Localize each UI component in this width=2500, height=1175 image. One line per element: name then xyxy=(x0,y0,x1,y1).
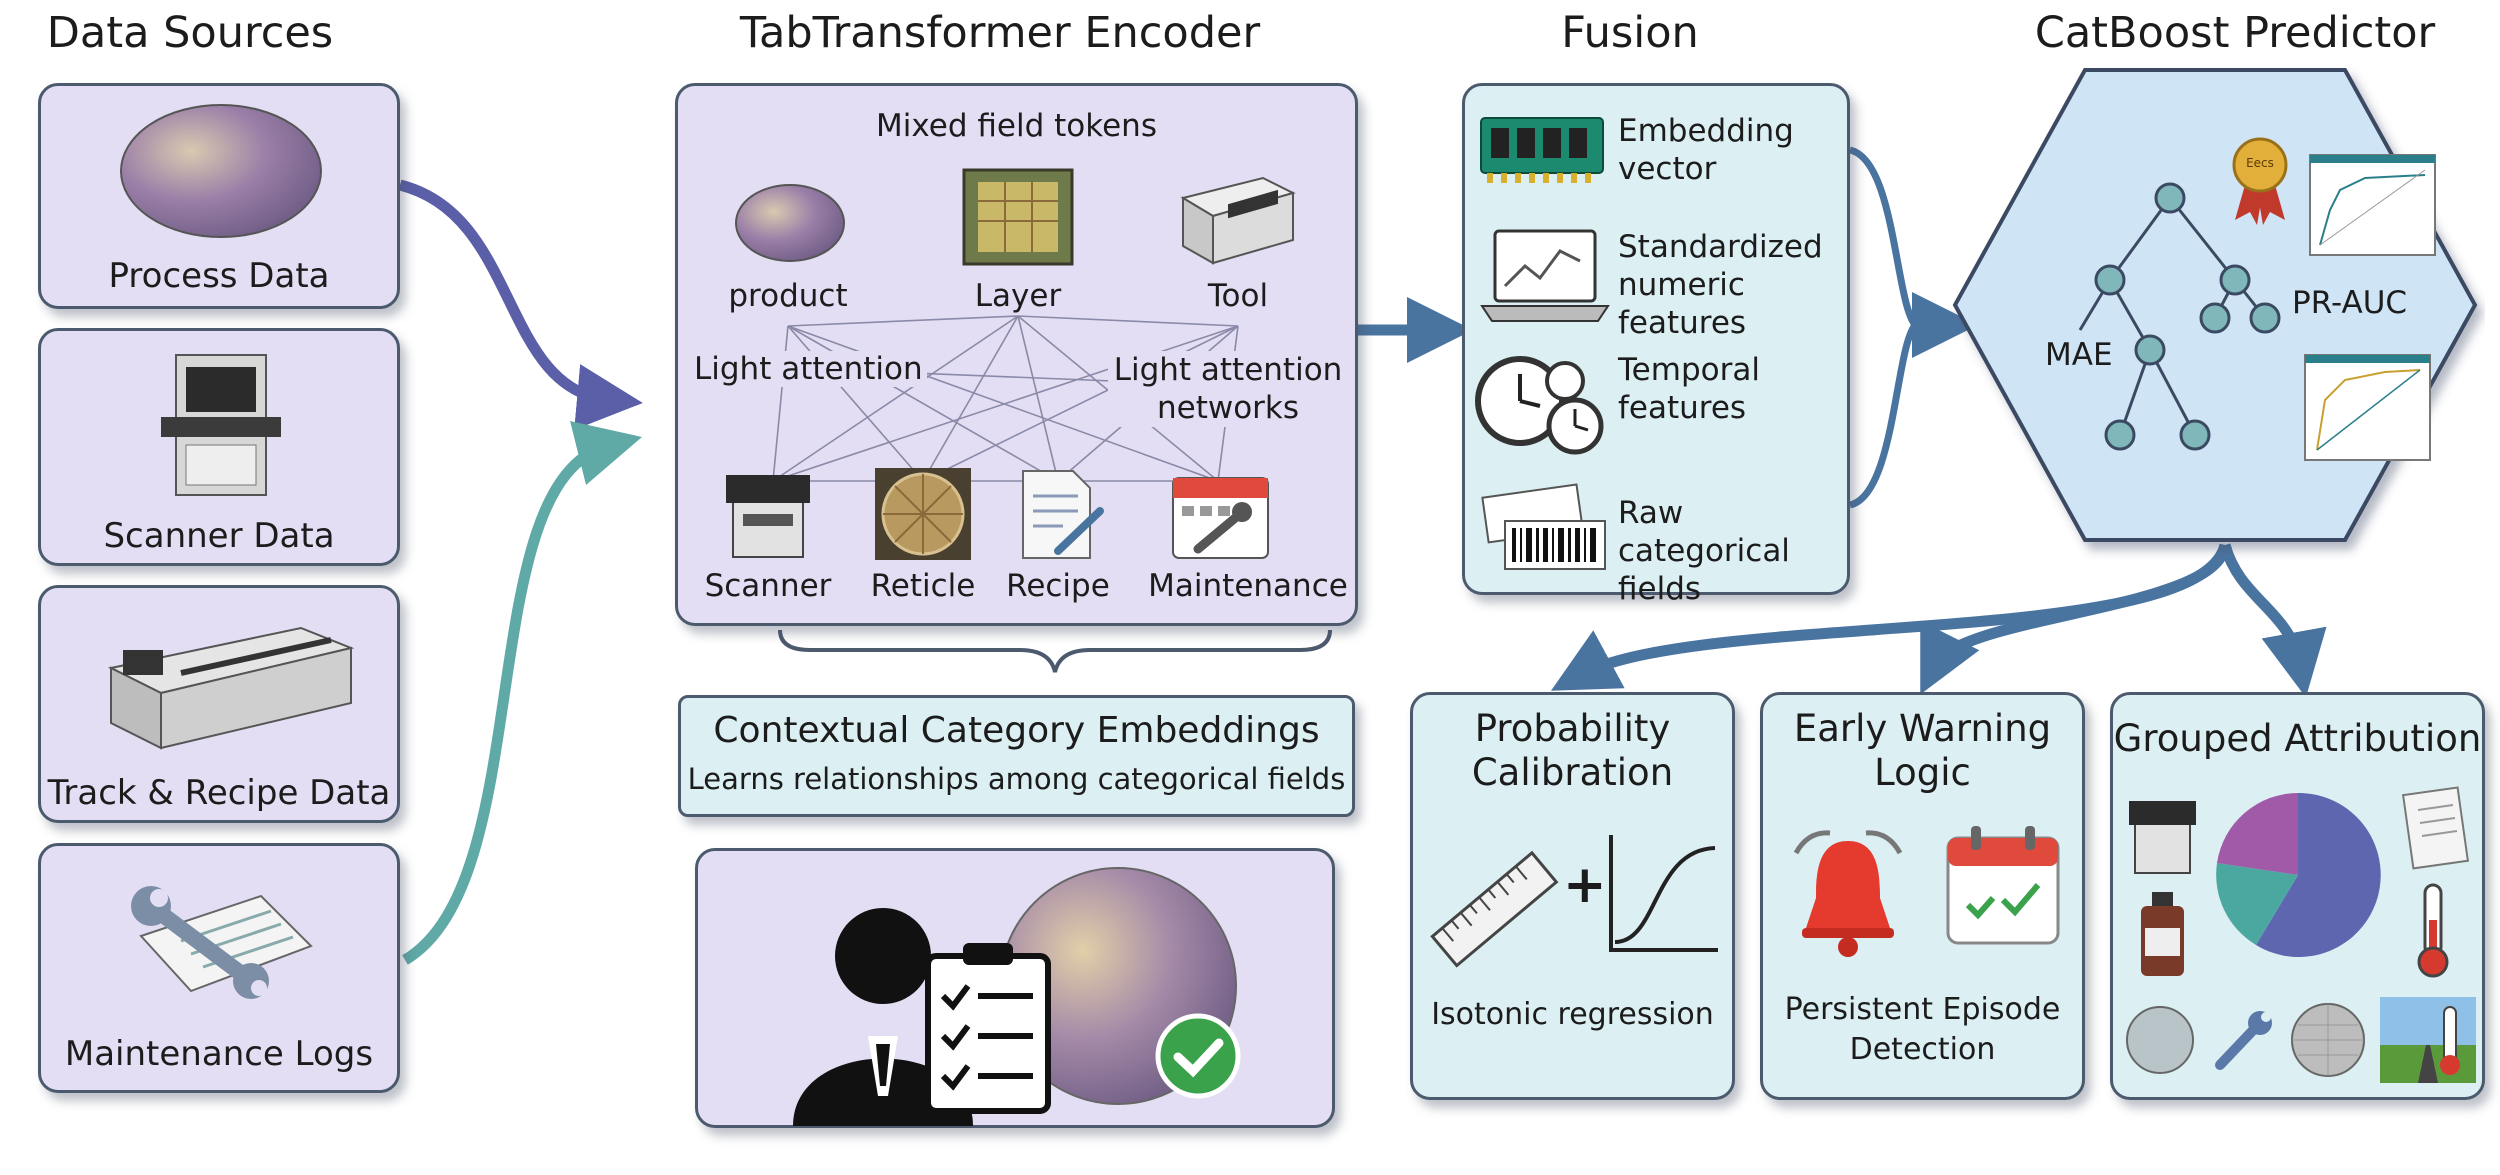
output-probability-calibration: Probability Calibration + Isotonic regre… xyxy=(1410,692,1735,1100)
fusion-item-label: Embedding vector xyxy=(1618,113,1794,187)
fusion-bracket xyxy=(1848,146,1918,509)
source-maintenance-logs: Maintenance Logs xyxy=(38,843,400,1093)
arrow-to-attribution xyxy=(2219,543,2327,698)
memory-chip-icon xyxy=(1480,117,1604,183)
maintenance-calendar-icon xyxy=(1172,477,1269,559)
calendar-check-icon xyxy=(1946,826,2060,945)
expert-review-panel xyxy=(695,848,1335,1128)
header-fusion: Fusion xyxy=(1561,8,1699,58)
source-label: Scanner Data xyxy=(103,516,335,556)
pr-auc-plot-icon xyxy=(2309,154,2436,256)
wafer-pattern-icon xyxy=(2291,1003,2365,1077)
laptop-chart-icon xyxy=(1480,229,1610,322)
fusion-item-label: Standardized numeric features xyxy=(1618,229,1823,341)
token-label: Maintenance xyxy=(1148,568,1348,604)
check-circle-icon xyxy=(1155,1013,1241,1099)
plus-icon: + xyxy=(1563,855,1607,915)
token-label: Layer xyxy=(974,278,1062,314)
scanner-machine-icon xyxy=(161,354,281,496)
catboost-hexagon xyxy=(1952,68,2478,542)
encoder-title: Mixed field tokens xyxy=(876,108,1157,144)
arrow-to-early-warning xyxy=(1920,543,2231,695)
header-encoder: TabTransformer Encoder xyxy=(739,8,1261,58)
source-label: Track & Recipe Data xyxy=(47,773,391,813)
thermometer-icon xyxy=(2417,883,2449,978)
bottle-icon xyxy=(2141,892,2184,976)
source-label: Maintenance Logs xyxy=(64,1034,374,1074)
token-label: Tool xyxy=(1207,278,1269,314)
embedding-brace xyxy=(778,629,1332,673)
scanner-token-icon xyxy=(726,475,810,558)
source-label: Process Data xyxy=(108,256,330,296)
token-label: Reticle xyxy=(870,568,976,604)
pr-auc-label: PR-AUC xyxy=(2292,285,2408,321)
arrow-process-to-encoder xyxy=(398,179,643,430)
attention-label-left: Light attention xyxy=(690,351,927,387)
tool-machine-icon xyxy=(1180,176,1296,265)
wafer-gray-icon xyxy=(2126,1006,2194,1074)
output-grouped-attribution: Grouped Attribution xyxy=(2110,692,2485,1100)
wafer-icon xyxy=(120,104,322,238)
sigmoid-curve-icon xyxy=(1609,835,1718,952)
layer-chip-icon xyxy=(962,168,1074,266)
source-process-data: Process Data xyxy=(38,83,400,309)
barcode-icon xyxy=(1481,483,1606,570)
reticle-icon xyxy=(875,468,971,560)
fusion-item-label: Temporal features xyxy=(1618,352,1760,426)
output-title: Grouped Attribution xyxy=(2113,717,2482,760)
wrench-document-icon xyxy=(131,886,313,999)
document-small-icon xyxy=(2401,786,2470,870)
encoder-panel: Mixed field tokens product Layer Tool Li… xyxy=(675,83,1358,626)
track-machine-icon xyxy=(107,626,355,750)
header-predictor: CatBoost Predictor xyxy=(2034,8,2436,58)
clocks-icon xyxy=(1475,356,1604,455)
fusion-item-label: Raw categorical fields xyxy=(1618,495,1790,607)
mae-label: MAE xyxy=(2045,337,2113,373)
badge-text: Eecs xyxy=(2246,156,2274,170)
attention-label-right: Light attention networks xyxy=(1108,351,1348,427)
token-label: Scanner xyxy=(704,568,832,604)
arrow-maintenance-to-encoder xyxy=(402,421,642,965)
header-data-sources: Data Sources xyxy=(46,8,334,58)
output-early-warning: Early Warning Logic Persistent Episode D… xyxy=(1760,692,2085,1100)
ruler-icon xyxy=(1430,850,1559,968)
embeddings-box: Contextual Category Embeddings Learns re… xyxy=(678,695,1355,817)
output-subtitle: Persistent Episode Detection xyxy=(1784,992,2061,1067)
checklist-icon xyxy=(925,943,1051,1114)
fusion-panel: Embedding vector Standardized numeric fe… xyxy=(1462,83,1850,607)
scanner-small-icon xyxy=(2129,801,2196,874)
roc-plot-icon xyxy=(2304,354,2431,461)
award-badge-icon xyxy=(2232,137,2288,225)
pie-chart-icon xyxy=(2216,792,2381,957)
recipe-document-icon xyxy=(1022,470,1104,559)
embeddings-title: Contextual Category Embeddings xyxy=(713,710,1320,751)
output-title: Probability Calibration xyxy=(1471,707,1674,794)
output-title: Early Warning Logic xyxy=(1793,707,2052,794)
embeddings-subtitle: Learns relationships among categorical f… xyxy=(687,762,1346,796)
product-wafer-icon xyxy=(735,184,845,262)
token-label: Recipe xyxy=(1006,568,1110,604)
wrench-small-icon xyxy=(2215,1011,2272,1070)
road-thermometer-icon xyxy=(2380,997,2476,1083)
source-scanner-data: Scanner Data xyxy=(38,328,400,566)
alarm-bell-icon xyxy=(1793,830,1903,957)
source-track-recipe: Track & Recipe Data xyxy=(38,585,400,823)
token-label: product xyxy=(728,278,848,314)
output-subtitle: Isotonic regression xyxy=(1431,997,1714,1032)
